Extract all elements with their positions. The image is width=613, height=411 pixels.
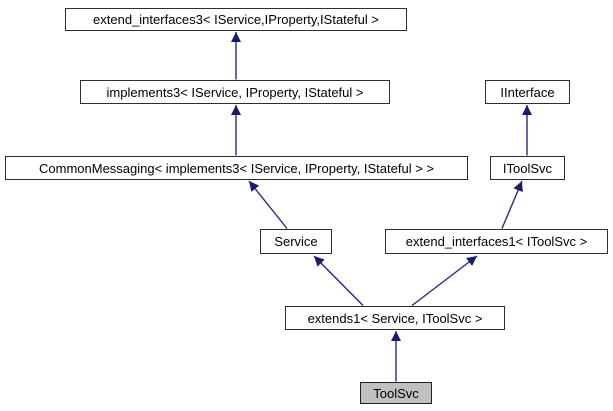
arrow-service-to-commonmessaging [248, 180, 288, 229]
arrow-extends1-to-service [313, 255, 364, 306]
node-iinterface[interactable]: IInterface [485, 80, 570, 104]
node-service[interactable]: Service [260, 229, 332, 254]
node-extends1[interactable]: extends1< Service, IToolSvc > [285, 306, 505, 330]
node-itoolsvc[interactable]: IToolSvc [490, 156, 565, 180]
arrow-extends1-to-extend-interfaces1 [411, 255, 478, 307]
node-commonmessaging[interactable]: CommonMessaging< implements3< IService, … [5, 156, 468, 180]
arrow-extend-interfaces1-to-itoolsvc [501, 180, 523, 229]
node-toolsvc-current: ToolSvc [360, 382, 432, 404]
node-extend-interfaces3[interactable]: extend_interfaces3< IService,IProperty,I… [65, 8, 407, 31]
node-implements3[interactable]: implements3< IService, IProperty, IState… [80, 80, 390, 104]
node-extend-interfaces1[interactable]: extend_interfaces1< IToolSvc > [385, 229, 608, 254]
